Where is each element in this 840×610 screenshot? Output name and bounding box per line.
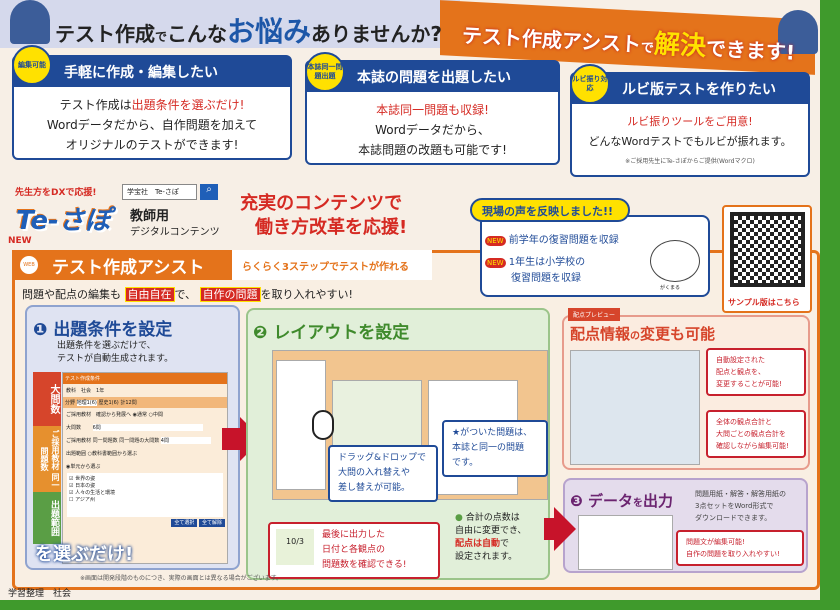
concern-card-edit: 手軽に作成・編集したい テスト作成は出題条件を選ぶだけ! Wordデータだから、… bbox=[12, 55, 292, 160]
badge-ruby: ルビ振り対応 bbox=[570, 64, 610, 104]
last-output-date: 10/3 bbox=[276, 529, 314, 565]
assist-banner: テスト作成アシスト bbox=[12, 250, 232, 280]
qr-code[interactable] bbox=[730, 212, 805, 287]
te-sapo-logo: Te-さぽ bbox=[16, 206, 111, 236]
unit-checkbox[interactable]: ☑ 日本の姿 bbox=[69, 483, 96, 489]
web-badge: WEB bbox=[20, 256, 38, 274]
disclaimer: ※画面は開発段階のものにつき、実際の画面とは異なる場合がございます。 bbox=[80, 575, 283, 582]
voice-items: NEW 前学年の復習問題を収録 NEW 1年生は小学校の 復習問題を収録 bbox=[485, 235, 619, 284]
qr-label[interactable]: サンプル版はこちら bbox=[728, 298, 800, 307]
teacher-illustration bbox=[778, 10, 818, 54]
card-title: 手軽に作成・編集したい bbox=[14, 57, 290, 87]
auto-points-callout: 自動設定された配点と観点を、変更することが可能! bbox=[706, 348, 806, 396]
concern-card-same-questions: 本誌の問題を出題したい 本誌同一問題も収録!Wordデータだから、本誌問題の改題… bbox=[305, 60, 560, 165]
slogan: 充実のコンテンツで働き方改革を応援! bbox=[240, 193, 408, 238]
page-title: テスト作成でこんなお悩みありませんか? bbox=[55, 15, 443, 48]
preview-title: 配点情報の変更も可能 bbox=[570, 325, 716, 343]
unit-checkbox[interactable]: ☑ 世界の姿 bbox=[69, 476, 96, 482]
teacher-illustration bbox=[10, 0, 50, 44]
select-all-button[interactable]: 全て選択 bbox=[171, 519, 198, 527]
total-points-note: ● 合計の点数は自由に変更でき、配点は自動で設定されます。 bbox=[455, 513, 527, 562]
badge-edit: 編集可能 bbox=[12, 45, 52, 85]
tag-question-count: 大問数 bbox=[33, 372, 61, 426]
brand-tagline: 先生方をDXで応援! bbox=[15, 188, 97, 198]
card-title: 本誌の問題を出題したい bbox=[307, 62, 558, 92]
mascot-cat bbox=[650, 240, 700, 282]
step3-title: ❸ データを出力 bbox=[570, 492, 673, 510]
tab-history[interactable]: 歴史1(6) bbox=[98, 400, 119, 406]
output-arrow bbox=[544, 518, 554, 540]
preview-tag: 配点プレビュー bbox=[568, 308, 621, 321]
three-steps: らくらく3ステップでテストが作れる bbox=[232, 250, 432, 280]
question-count-select[interactable]: 6問 bbox=[92, 424, 203, 431]
conditions-form: テスト作成条件 教科 社会 1年 分野 地理1(6) 歴史1(6) 計12問 ご… bbox=[62, 372, 228, 564]
step2-title: ❷ レイアウトを設定 bbox=[253, 323, 410, 343]
unit-checkbox[interactable]: ☑ 人々の生活と環境 bbox=[69, 490, 116, 496]
drag-drop-callout: ドラッグ&ドロップで大問の入れ替えや差し替えが可能。 bbox=[328, 445, 438, 502]
next-arrow bbox=[222, 428, 240, 450]
preview-screenshot bbox=[570, 350, 700, 465]
tag-range: 出題範囲 bbox=[33, 492, 61, 544]
badge-same: 本誌同一問題出題 bbox=[305, 52, 345, 92]
concern-card-ruby: ルビ版テストを作りたい ルビ振りツールをご用意!どんなWordテストでもルビが振… bbox=[570, 72, 810, 177]
mouse-icon bbox=[312, 410, 334, 440]
header-band bbox=[0, 0, 460, 48]
totals-callout: 全体の観点合計と大問ごとの観点合計を確認しながら編集可能! bbox=[706, 410, 806, 458]
same-count-select[interactable]: 4問 bbox=[160, 437, 211, 444]
voice-title: 現場の声を反映しました!! bbox=[470, 198, 630, 222]
tag-same-count: ご採用教材 同一問題数 bbox=[33, 426, 61, 492]
output-documents bbox=[578, 515, 673, 570]
step1-cta: を選ぶだけ! bbox=[35, 544, 134, 565]
step1-title: ❶ 出題条件を設定 bbox=[33, 320, 173, 340]
search-icon[interactable]: ⌕ bbox=[200, 184, 218, 200]
tab-geography[interactable]: 地理1(6) bbox=[76, 400, 97, 406]
unit-checkbox[interactable]: ☐ アジア州 bbox=[69, 497, 95, 503]
step1-desc: 出題条件を選ぶだけで、テストが自動生成されます。 bbox=[57, 341, 174, 364]
new-badge: NEW bbox=[8, 236, 32, 246]
card-title: ルビ版テストを作りたい bbox=[572, 74, 808, 104]
brand-sub: 教師用 bbox=[130, 209, 170, 224]
star-callout: ★がついた問題は、本誌と同一の問題です。 bbox=[442, 420, 548, 477]
brand-sub2: デジタルコンテンツ bbox=[130, 227, 220, 238]
editable-callout: 問題文が編集可能!自作の問題を取り入れやすい! bbox=[676, 530, 804, 566]
search-input[interactable]: 学宝社 Te-さぽ bbox=[122, 184, 197, 200]
mascot-name: がくまる bbox=[660, 285, 681, 291]
intro-text: 問題や配点の編集も 自由自在で、 自作の問題を取り入れやすい! bbox=[22, 287, 353, 302]
clear-all-button[interactable]: 全て解除 bbox=[198, 519, 225, 527]
output-arrow-head bbox=[554, 507, 576, 551]
footer-label: 学習整理 社会 bbox=[8, 589, 72, 599]
